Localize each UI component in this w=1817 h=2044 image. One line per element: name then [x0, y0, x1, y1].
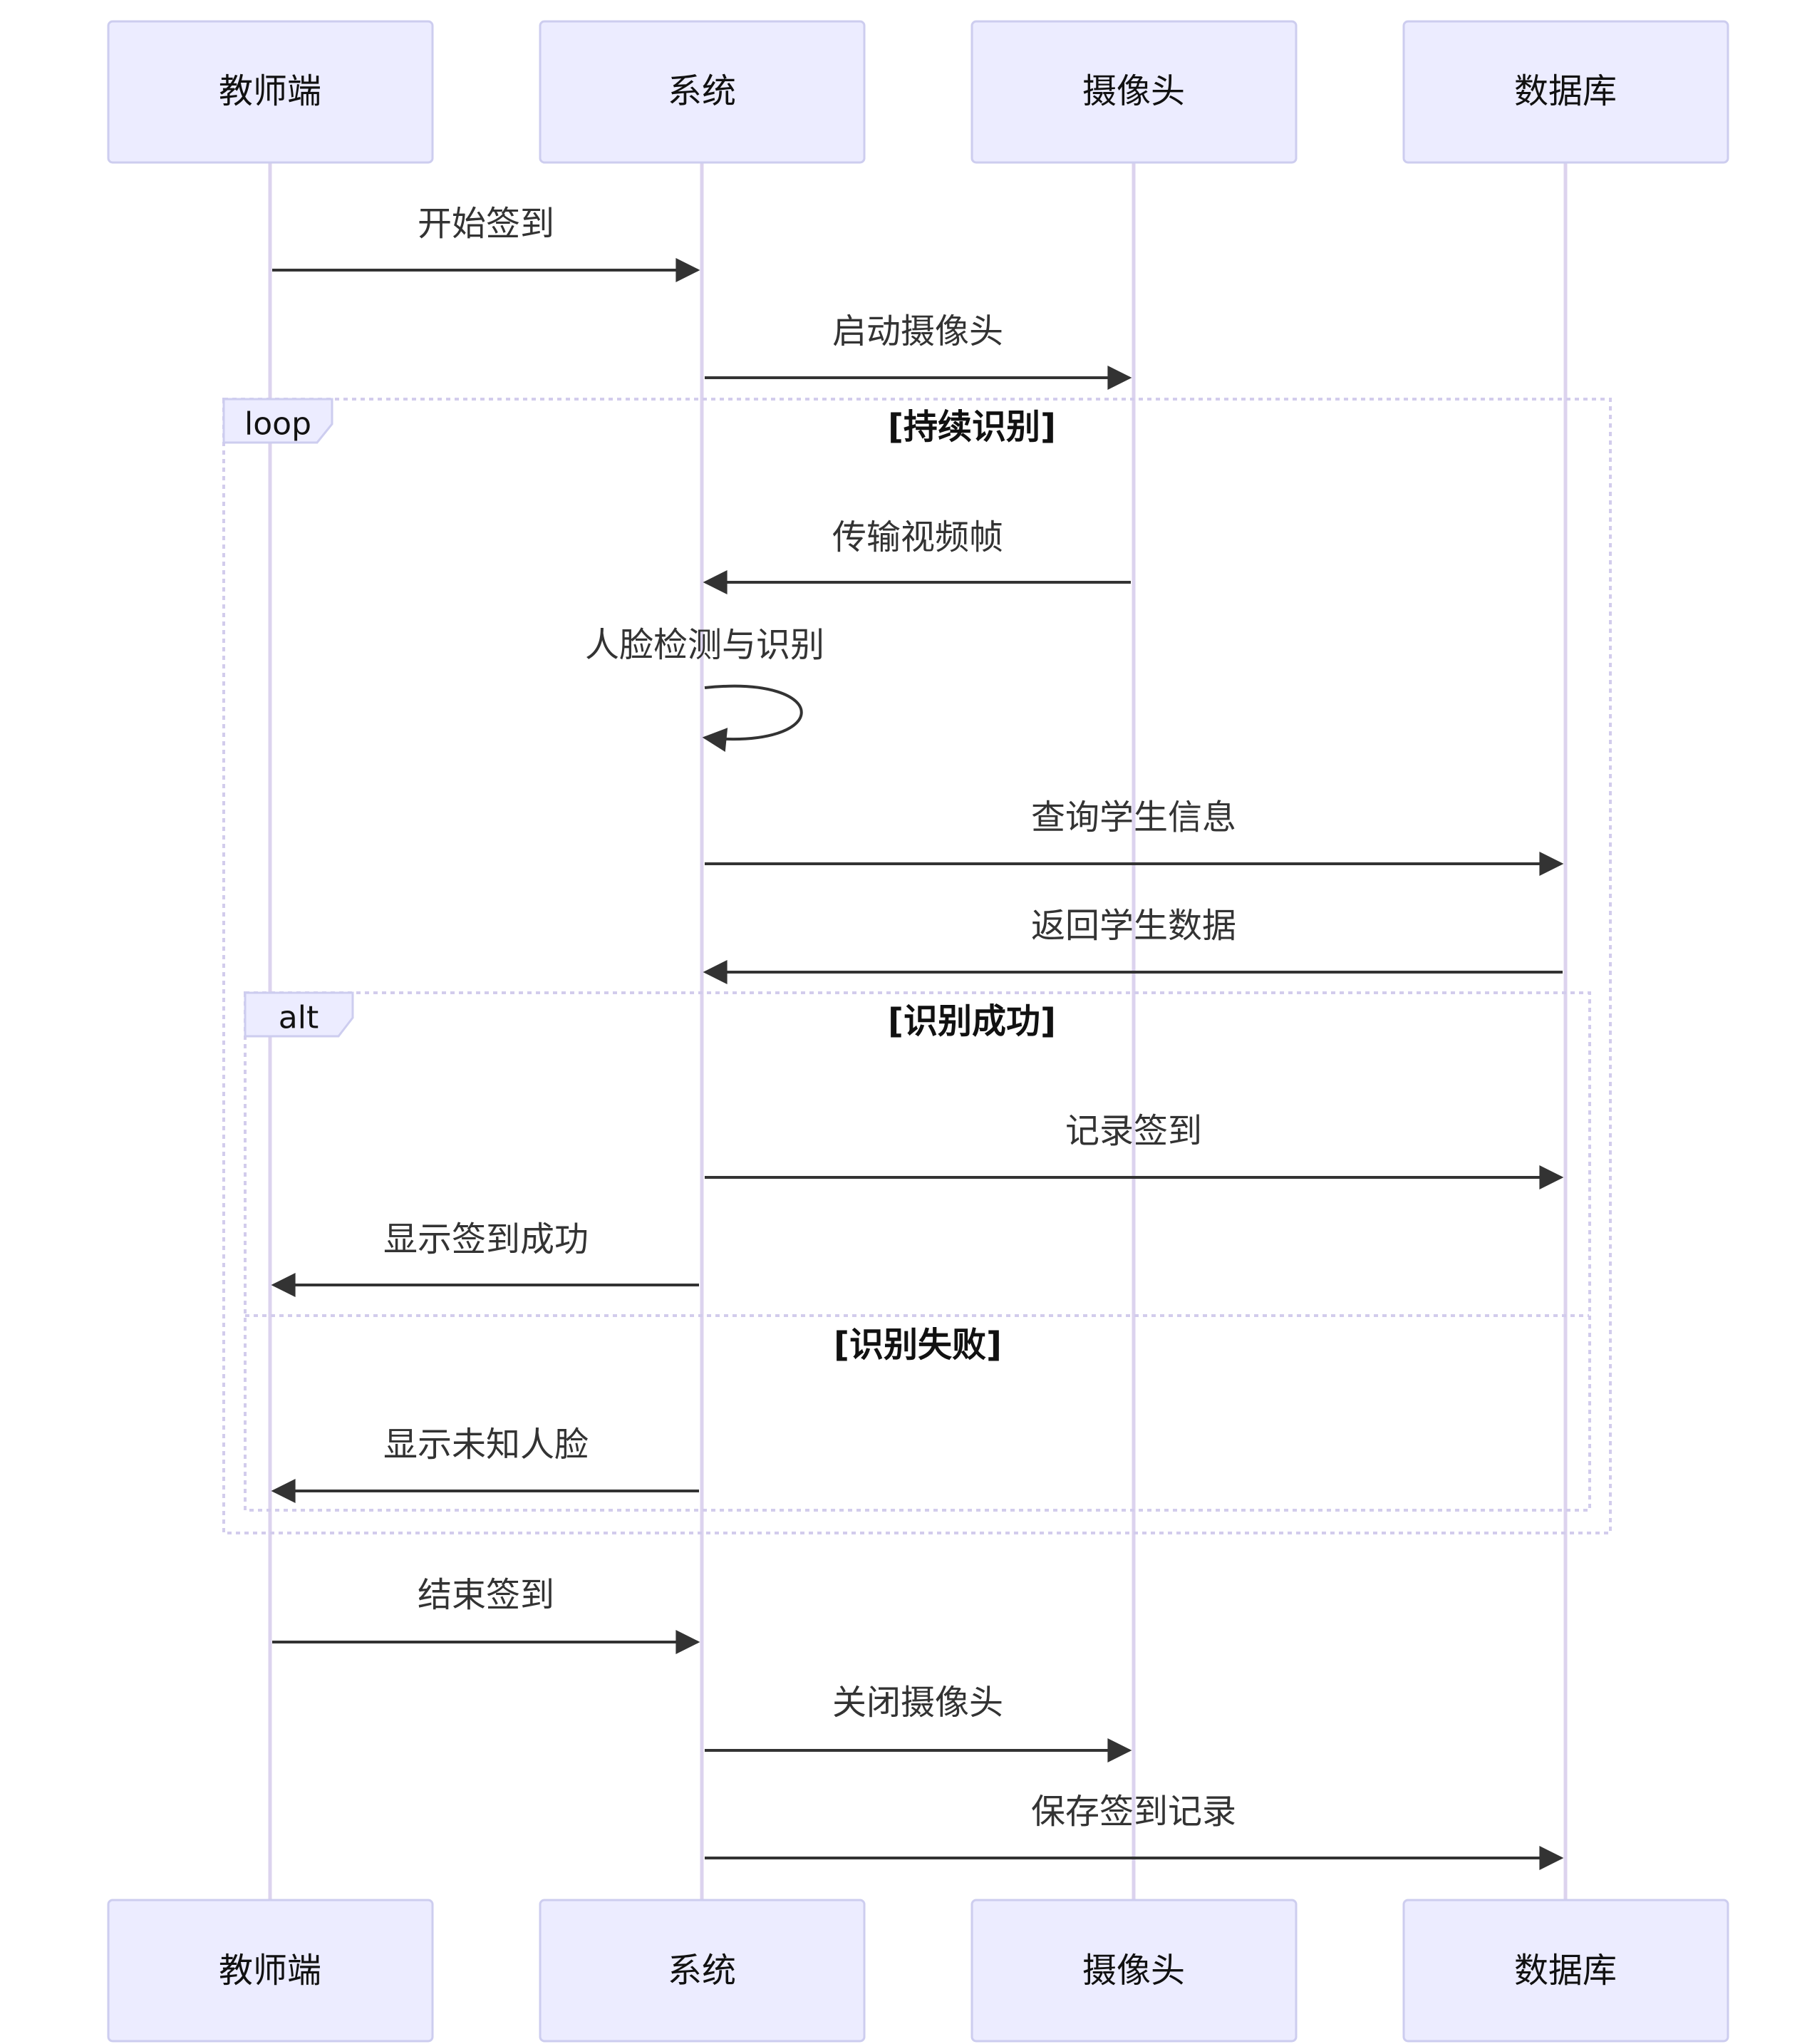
loop-condition: [持续识别] [888, 407, 1056, 447]
actor-label: 摄像头 [1082, 71, 1185, 111]
actor-rect [107, 20, 434, 164]
message-label: 启动摄像头 [832, 311, 1003, 351]
actor-label: 摄像头 [1082, 1951, 1185, 1991]
messages: 开始签到启动摄像头传输视频帧人脸检测与识别查询学生信息返回学生数据记录签到显示签… [271, 204, 1564, 1871]
loop-frame: loop [持续识别] [222, 398, 1612, 1534]
self-message-arrow [702, 684, 803, 752]
message: 结束签到 [272, 1575, 700, 1655]
message: 保存签到记录 [705, 1792, 1564, 1871]
alt-condition: [识别成功] [888, 1001, 1056, 1041]
loop-tag-label: loop [244, 406, 311, 443]
message-label: 关闭摄像头 [832, 1683, 1003, 1723]
actor-box: 教师端 [107, 1899, 434, 2043]
actor-rect [1402, 1899, 1729, 2043]
actor-box: 摄像头 [970, 20, 1298, 164]
actor-rect [539, 20, 866, 164]
alt-tag-label: alt [279, 1000, 319, 1036]
message: 关闭摄像头 [705, 1683, 1132, 1763]
message: 人脸检测与识别 [585, 625, 824, 752]
actor-label: 系统 [668, 71, 736, 111]
message: 查询学生信息 [705, 798, 1564, 877]
message-label: 保存签到记录 [1031, 1792, 1236, 1832]
message: 传输视频帧 [703, 517, 1131, 594]
actor-rect [970, 1899, 1298, 2043]
actor-label: 系统 [668, 1951, 736, 1991]
actor-box: 教师端 [107, 20, 434, 164]
actor-label: 教师端 [219, 71, 321, 111]
actor-rect [1402, 20, 1729, 164]
message-label: 开始签到 [418, 204, 554, 244]
message: 开始签到 [272, 204, 700, 283]
message: 返回学生数据 [703, 906, 1563, 984]
actor-box: 系统 [539, 1899, 866, 2043]
actor-rect [539, 1899, 866, 2043]
message: 记录签到 [705, 1111, 1564, 1190]
actor-box: 系统 [539, 20, 866, 164]
loop-tag [222, 398, 333, 444]
message: 显示签到成功 [271, 1219, 699, 1297]
message-label: 返回学生数据 [1031, 906, 1236, 946]
message-label: 传输视频帧 [832, 517, 1003, 557]
alt-else-condition: [识别失败] [834, 1325, 1002, 1365]
loop-frame-border [222, 398, 1612, 1534]
actors: 教师端系统摄像头数据库教师端系统摄像头数据库 [107, 20, 1729, 2043]
frames: loop [持续识别] alt [识别成功] [识别失败] [222, 398, 1612, 1534]
actor-box: 摄像头 [970, 1899, 1298, 2043]
actor-rect [970, 20, 1298, 164]
actor-label: 数据库 [1514, 71, 1617, 111]
alt-frame-border [244, 991, 1591, 1512]
actor-box: 数据库 [1402, 20, 1729, 164]
message-label: 人脸检测与识别 [585, 625, 824, 665]
actor-box: 数据库 [1402, 1899, 1729, 2043]
message-label: 查询学生信息 [1031, 798, 1236, 837]
message-label: 记录签到 [1065, 1111, 1202, 1151]
actor-label: 数据库 [1514, 1951, 1617, 1991]
message-label: 显示未知人脸 [383, 1425, 589, 1465]
alt-tag [244, 991, 354, 1038]
message: 启动摄像头 [705, 311, 1132, 391]
message-label: 显示签到成功 [383, 1219, 589, 1259]
actor-rect [107, 1899, 434, 2043]
message-label: 结束签到 [418, 1575, 554, 1615]
actor-label: 教师端 [219, 1951, 321, 1991]
alt-frame: alt [识别成功] [识别失败] [244, 991, 1591, 1512]
message: 显示未知人脸 [271, 1425, 699, 1503]
